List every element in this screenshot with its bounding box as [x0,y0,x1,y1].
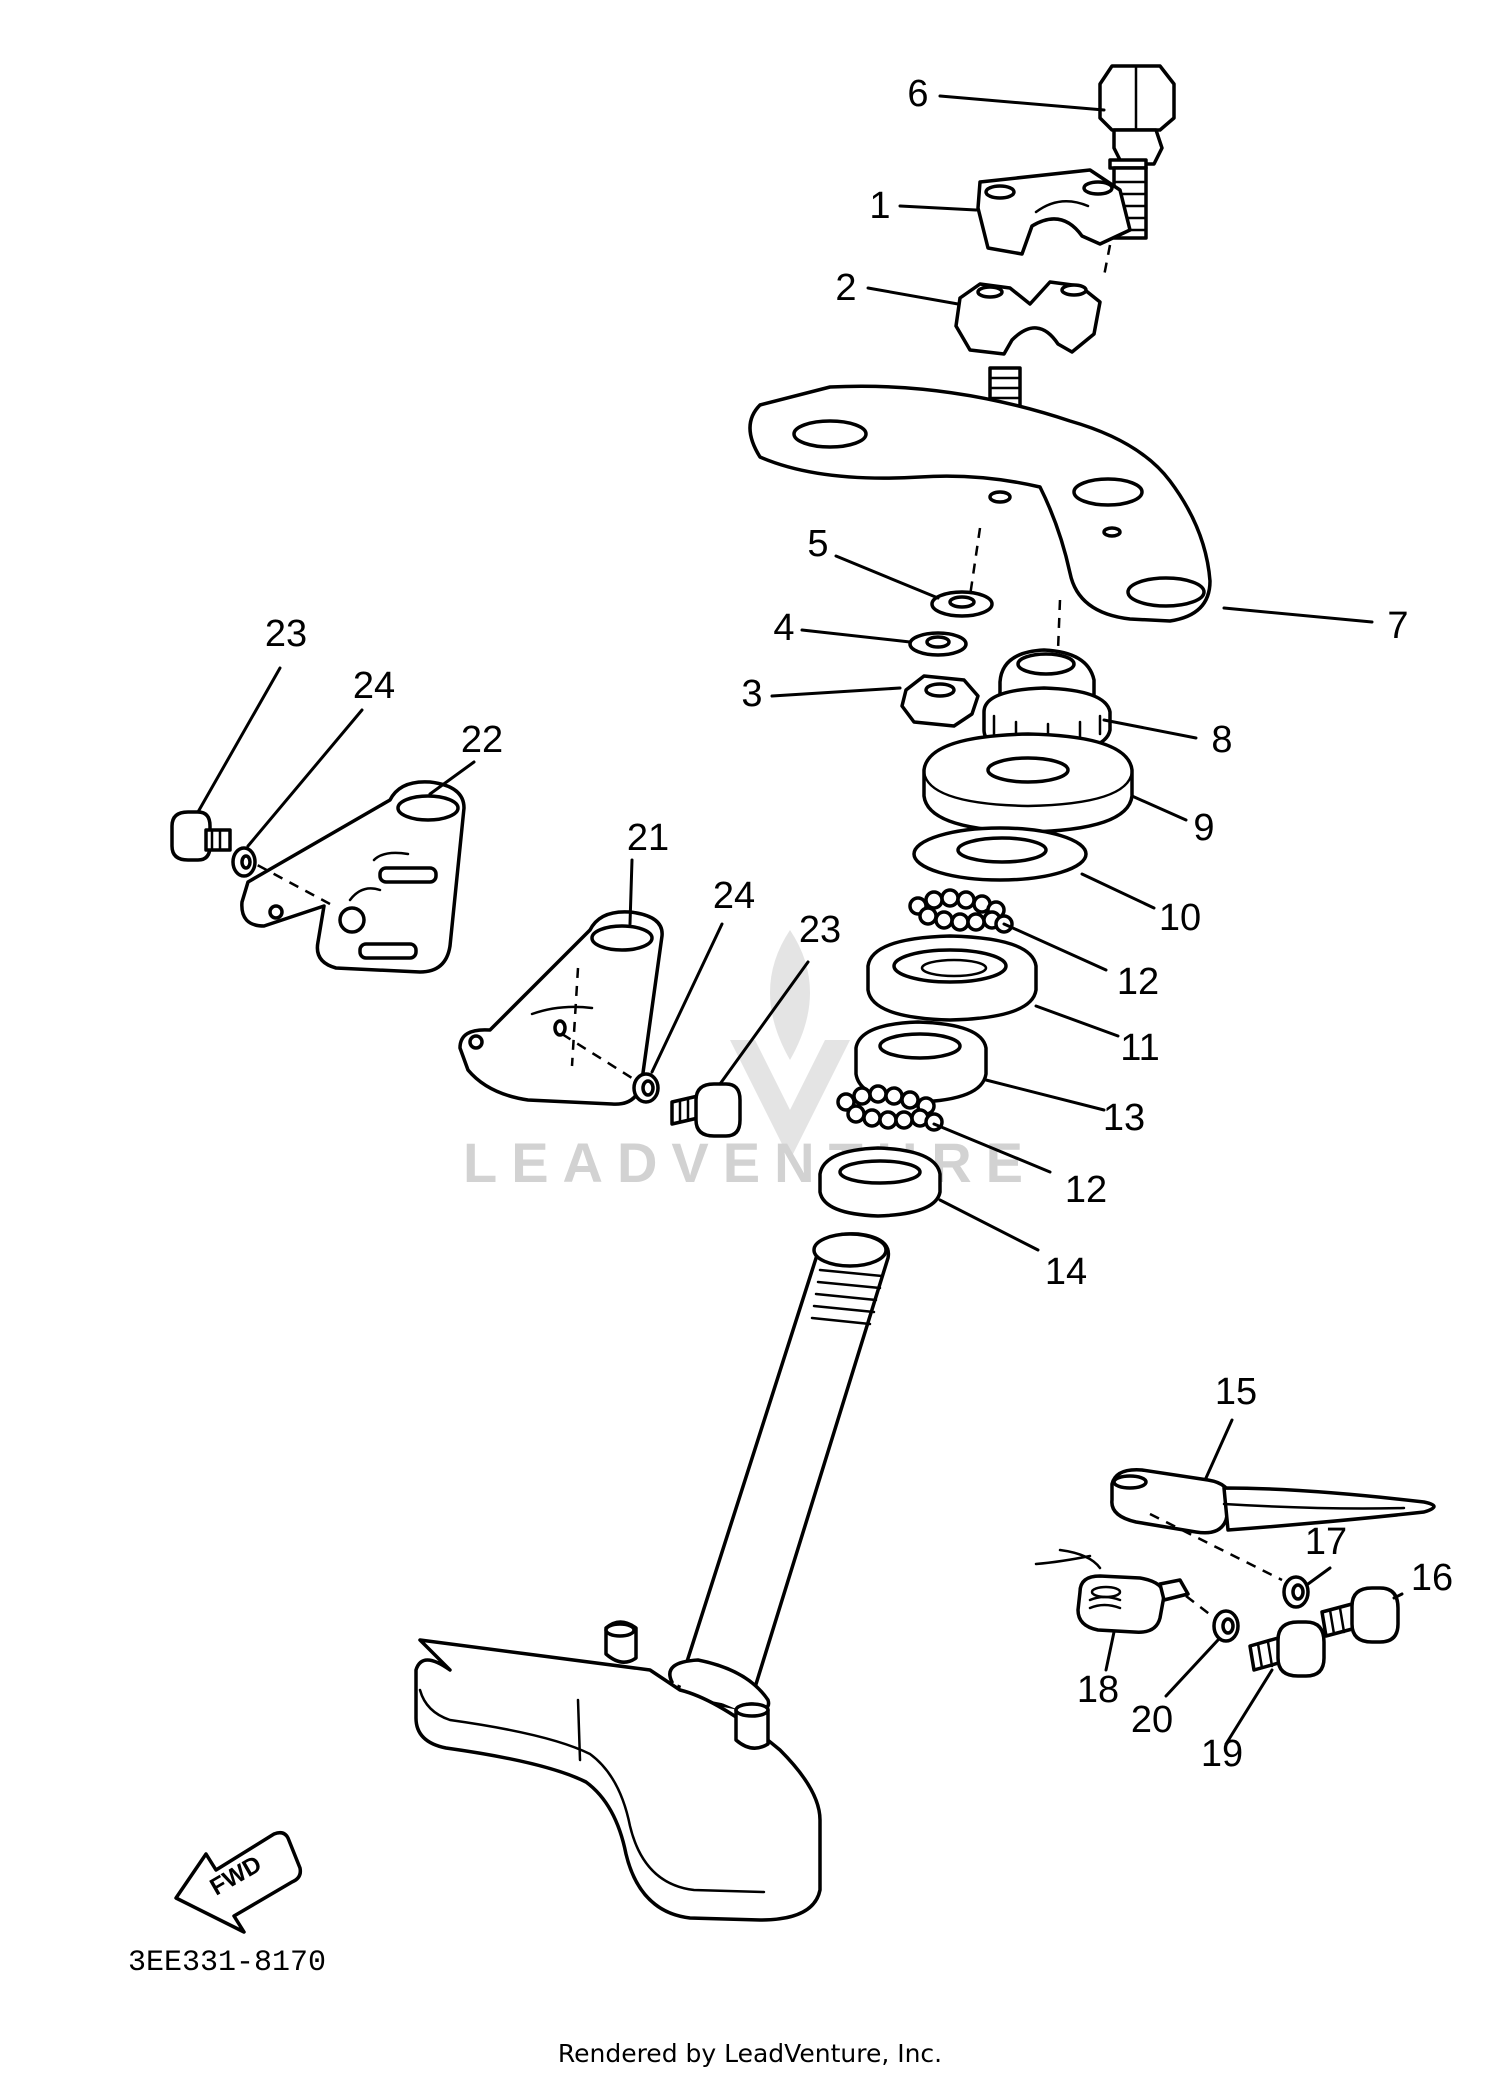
footer-credit: Rendered by LeadVenture, Inc. [558,2039,942,2068]
part-15-clamp[interactable] [1110,1468,1436,1582]
part-24-washer-left[interactable] [231,846,257,878]
callout-16: 16 [1411,1557,1453,1599]
part-19-screw[interactable] [1248,1620,1326,1678]
part-18-guide[interactable] [1034,1548,1213,1634]
callout-18: 18 [1077,1669,1119,1711]
part-21-bracket[interactable] [458,910,664,1106]
callout-17: 17 [1305,1521,1347,1563]
part-4-washer[interactable] [908,631,968,657]
callout-22: 22 [461,719,503,761]
callout-2: 2 [835,267,856,309]
callout-14: 14 [1045,1251,1087,1293]
part-7-upper-bracket[interactable] [748,384,1212,651]
callout-12-lower: 12 [1065,1169,1107,1211]
callout-15: 15 [1215,1371,1257,1413]
callout-7: 7 [1387,605,1408,647]
callout-9: 9 [1193,807,1214,849]
callout-24-left: 24 [353,665,395,707]
part-12-balls-lower[interactable] [836,1084,944,1132]
diagram-code: 3EE331-8170 [128,1946,326,1980]
callout-24-right: 24 [713,875,755,917]
part-11-race[interactable] [866,934,1038,1022]
part-10-race[interactable] [912,826,1088,882]
callout-19: 19 [1201,1733,1243,1775]
callout-13: 13 [1103,1097,1145,1139]
part-5-washer[interactable] [930,590,994,618]
fwd-arrow: FWD [174,1830,303,1934]
part-20-washer[interactable] [1212,1609,1240,1643]
part-17-washer[interactable] [1282,1575,1310,1609]
callout-6: 6 [907,73,928,115]
callout-23-left: 23 [265,613,307,655]
callout-11: 11 [1120,1027,1159,1069]
callout-10: 10 [1159,897,1201,939]
part-14-seal[interactable] [818,1146,942,1218]
watermark-text: LEADVENTURE [463,1131,1037,1194]
part-24-washer-right[interactable] [632,1072,660,1104]
part-16-screw[interactable] [1320,1586,1400,1644]
callout-4: 4 [773,607,794,649]
callout-20: 20 [1131,1699,1173,1741]
callout-23-right: 23 [799,909,841,951]
steering-stem[interactable] [414,1232,891,1922]
callout-21: 21 [627,817,669,859]
callout-3: 3 [741,673,762,715]
callout-5: 5 [807,523,828,565]
part-13-race[interactable] [854,1020,988,1104]
callout-8: 8 [1211,719,1232,761]
part-22-bracket[interactable] [240,780,466,974]
part-23-bolt-left[interactable] [170,810,232,862]
part-12-balls-upper[interactable] [908,888,1014,934]
part-9-cover[interactable] [922,732,1134,834]
part-6-bolt[interactable] [1098,64,1176,277]
callout-12-upper: 12 [1117,961,1159,1003]
part-3-nut[interactable] [900,674,980,728]
part-23-bolt-right[interactable] [670,1082,742,1138]
part-1-upper-holder[interactable] [976,168,1132,256]
callout-labels: 6 1 2 5 7 4 3 8 9 10 12 11 13 12 14 23 2… [265,73,1453,1775]
leader-lines [196,94,1404,1746]
callout-1: 1 [869,185,890,227]
